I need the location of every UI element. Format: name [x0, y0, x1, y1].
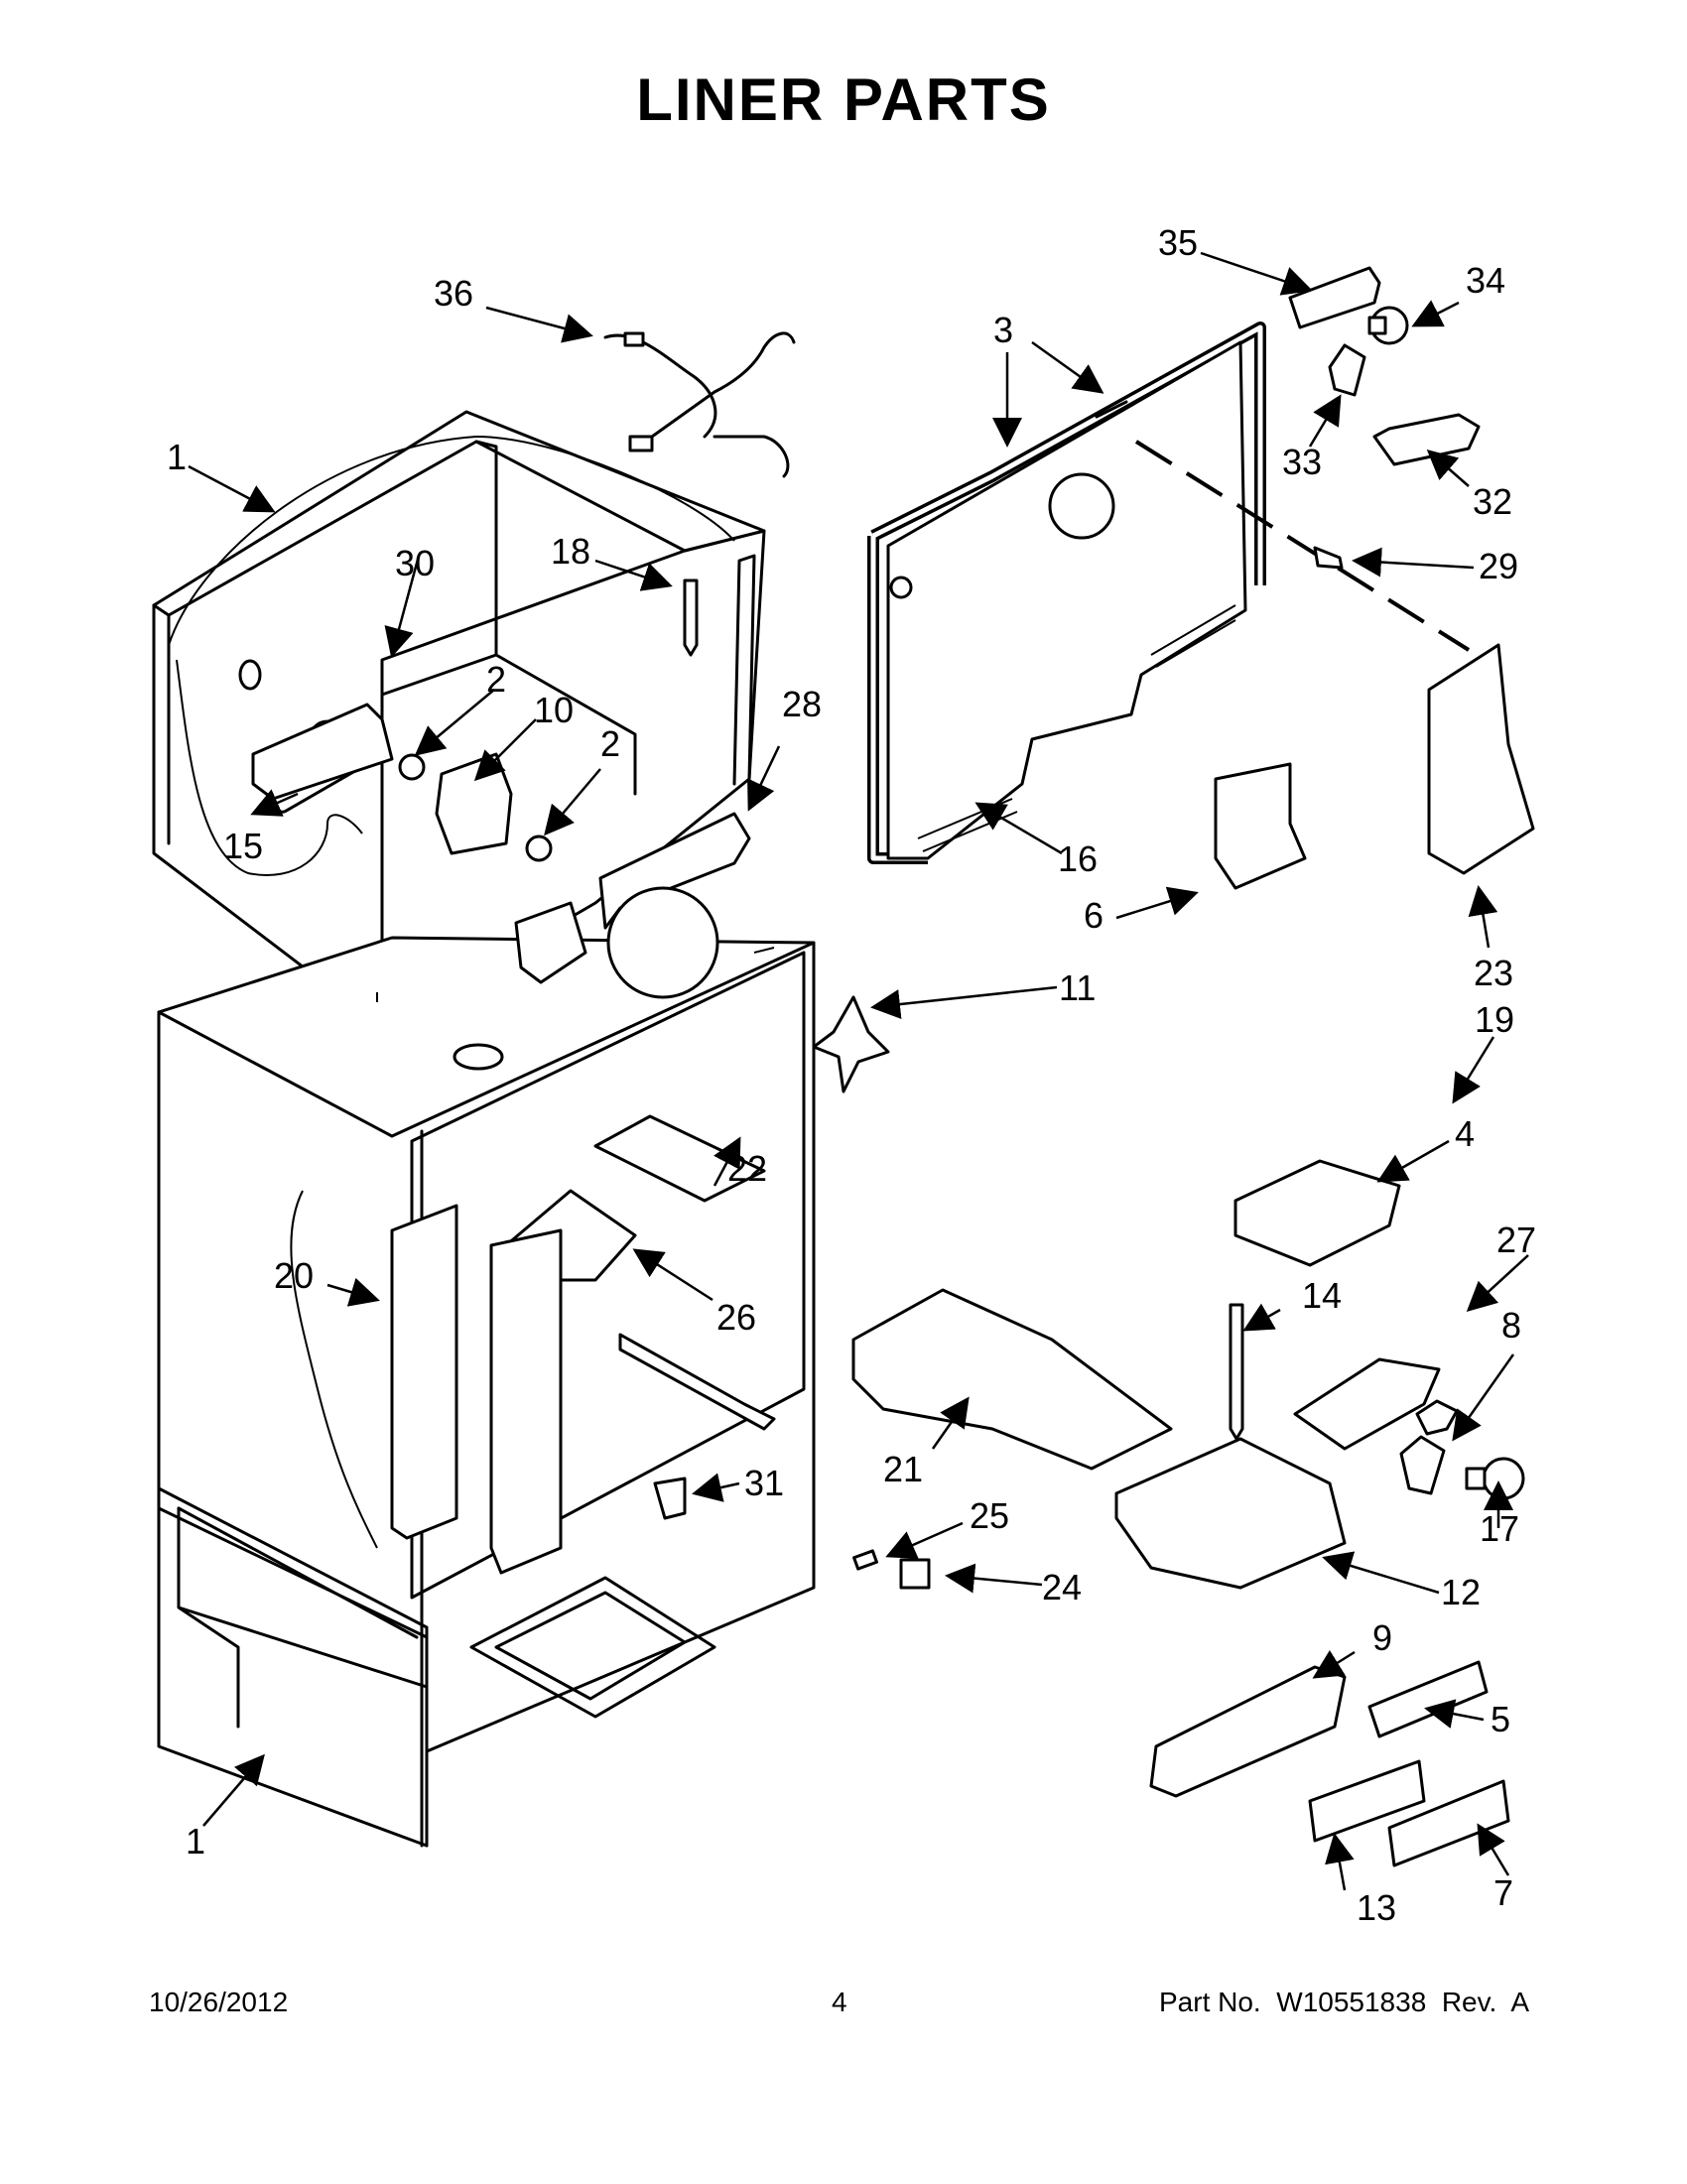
- rail: [618, 1333, 776, 1431]
- wire-harness: [603, 331, 796, 478]
- callout-labels: 1 1 2 2 3 4 5 6 7 8 9 10 11 12 13 14 15 …: [167, 222, 1536, 1928]
- control-housing-12: [1114, 1437, 1347, 1590]
- callout-28: 28: [782, 684, 822, 724]
- callout-2b: 2: [600, 723, 620, 764]
- callout-25: 25: [970, 1495, 1009, 1536]
- damper-6: [1214, 762, 1307, 890]
- light-cover-35: [1288, 266, 1381, 329]
- air-duct-center: [489, 1228, 563, 1575]
- callout-4: 4: [1455, 1113, 1475, 1154]
- socket-33: [1328, 343, 1366, 397]
- callout-32: 32: [1473, 481, 1512, 522]
- grommet-2b: [525, 835, 553, 862]
- callout-23: 23: [1474, 953, 1513, 993]
- callout-17: 17: [1480, 1508, 1519, 1549]
- callout-35: 35: [1158, 222, 1198, 263]
- light-shield-27: [1293, 1357, 1441, 1451]
- callout-30: 30: [395, 543, 435, 583]
- gasket-frame: [867, 321, 1266, 864]
- lens-7: [1387, 1779, 1510, 1867]
- duct-20: [390, 1204, 458, 1540]
- callout-12: 12: [1441, 1572, 1481, 1612]
- page-title: LINER PARTS: [636, 66, 1051, 133]
- cap-31: [653, 1477, 687, 1520]
- callout-18: 18: [551, 531, 590, 572]
- callout-5: 5: [1491, 1699, 1510, 1739]
- callout-31: 31: [744, 1463, 784, 1503]
- callout-15: 15: [223, 826, 263, 866]
- callout-2a: 2: [486, 659, 506, 700]
- callout-11: 11: [1059, 967, 1096, 1008]
- callout-19: 19: [1475, 999, 1514, 1040]
- rear-cover-30: [251, 703, 394, 801]
- bulb-34: [1367, 306, 1409, 345]
- bulb-17: [1465, 1457, 1525, 1500]
- callout-10: 10: [534, 690, 574, 730]
- switch-bracket-5: [1367, 1660, 1489, 1738]
- overlay-13: [1308, 1759, 1426, 1843]
- callout-27: 27: [1496, 1220, 1536, 1260]
- callout-33: 33: [1282, 442, 1322, 482]
- callout-36: 36: [434, 273, 473, 314]
- callout-1b: 1: [186, 1821, 205, 1862]
- callout-34: 34: [1466, 260, 1505, 301]
- callout-3: 3: [993, 310, 1013, 350]
- fan-blade-11: [812, 995, 890, 1093]
- callout-13: 13: [1357, 1887, 1396, 1928]
- callout-24: 24: [1042, 1567, 1082, 1607]
- control-board-4: [1233, 1159, 1401, 1267]
- screw-29: [1313, 546, 1344, 570]
- callout-9: 9: [1372, 1617, 1392, 1658]
- callout-29: 29: [1479, 546, 1518, 586]
- cover-22: [593, 1114, 766, 1203]
- socket-8: [1399, 1435, 1446, 1495]
- callout-16: 16: [1058, 838, 1098, 879]
- connector-19: [1415, 1399, 1459, 1436]
- callout-21: 21: [883, 1449, 923, 1489]
- grommet-2a: [398, 753, 426, 781]
- footer-date: 10/26/2012: [149, 1987, 289, 2017]
- control-panel-9: [1149, 1665, 1347, 1798]
- callout-7: 7: [1493, 1872, 1513, 1913]
- label-24: [899, 1558, 931, 1590]
- callout-6: 6: [1084, 895, 1103, 936]
- callout-1a: 1: [167, 437, 187, 477]
- crisper-cover-21: [851, 1288, 1173, 1471]
- thermistor-18: [683, 578, 699, 657]
- centerline: [1134, 440, 1471, 652]
- duct-block: [514, 901, 587, 984]
- clip-25: [852, 1549, 878, 1571]
- callout-8: 8: [1501, 1305, 1521, 1346]
- footer-page-number: 4: [832, 1987, 847, 2017]
- control-housing-23: [1427, 643, 1535, 875]
- callout-20: 20: [274, 1255, 314, 1296]
- callout-26: 26: [716, 1297, 756, 1338]
- leader-lines: [188, 251, 1529, 1891]
- callout-22: 22: [727, 1148, 767, 1189]
- callout-14: 14: [1302, 1275, 1342, 1316]
- thermistor-14: [1229, 1303, 1244, 1441]
- fan-ring: [606, 886, 719, 999]
- footer-part-number: Part No. W10551838 Rev. A: [1159, 1987, 1530, 2017]
- light-shield-32: [1372, 413, 1481, 466]
